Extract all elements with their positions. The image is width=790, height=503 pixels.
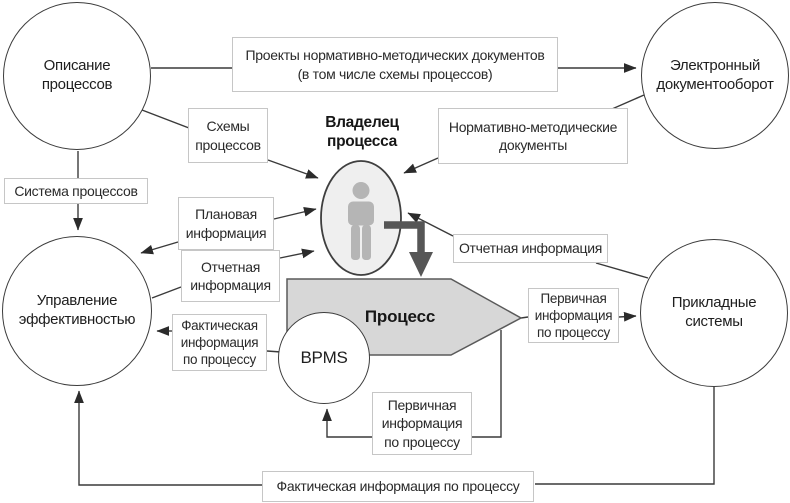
label-reporting-information-right: Отчетная информация [453, 234, 608, 263]
node-applied-systems: Прикладные системы [640, 239, 788, 387]
label-process-schemes: Схемы процессов [188, 108, 268, 163]
node-electronic-document-flow: Электронный документооборот [641, 2, 789, 149]
person-icon [348, 182, 374, 260]
label-process-system: Система процессов [4, 178, 148, 204]
label-normative-documents: Нормативно-методические документы [438, 108, 628, 164]
connector-performance-to-reporting-left [151, 286, 182, 299]
owner-to-process-thick-arrow [384, 221, 433, 277]
node-bpms: BPMS [278, 312, 370, 404]
connector-reporting-left-to-owner [279, 248, 315, 259]
connector-edocflow-to-normdocs [611, 94, 645, 110]
connector-description-to-schemes [141, 109, 190, 129]
node-performance-management: Управление эффективностью [2, 236, 152, 386]
connector-schemes-to-owner [267, 159, 319, 179]
connector-appsystems-to-reporting-right [595, 262, 649, 279]
label-actual-information-left: Фактическая информация по процессу [172, 314, 267, 371]
connector-planned-to-owner [273, 207, 317, 220]
node-process-description: Описание процессов [3, 2, 151, 150]
process-label: Процесс [364, 307, 436, 327]
label-primary-information-bottom: Первичная информация по процессу [372, 392, 472, 455]
connector-reporting-right-to-owner [407, 212, 454, 237]
connector-planned-to-performance [140, 241, 179, 255]
label-actual-information-bottom: Фактическая информация по процессу [262, 471, 534, 502]
connector-appsystems-to-actual-bottom [535, 387, 715, 485]
connector-actual-bottom-to-performance [74, 390, 262, 486]
connector-normdocs-to-owner [403, 157, 439, 174]
label-primary-information-right: Первичная информация по процессу [528, 288, 619, 343]
connector-primary-right-to-appsystems [618, 311, 637, 322]
process-owner-label: Владелец процесса [325, 113, 399, 150]
label-planned-information: Плановая информация [178, 197, 274, 250]
label-reporting-information-left: Отчетная информация [181, 250, 280, 302]
label-draft-documents: Проекты нормативно-методических документ… [232, 37, 558, 92]
